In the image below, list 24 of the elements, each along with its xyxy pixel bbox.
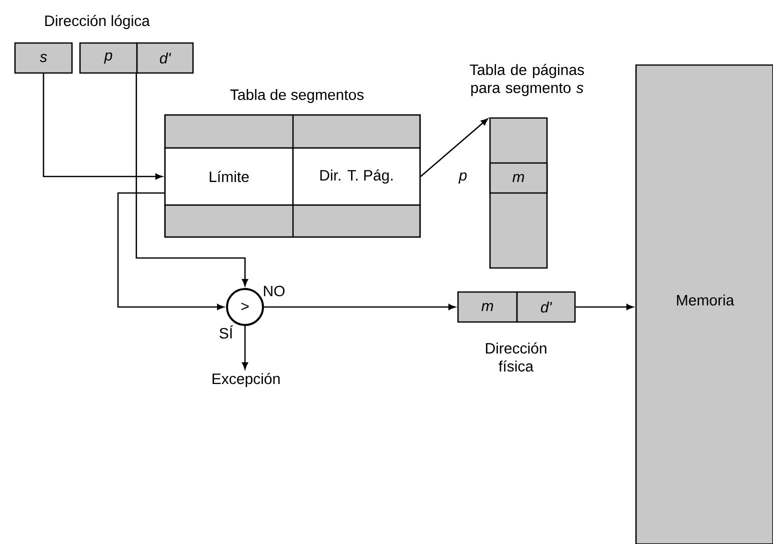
edge-label: NO [262,284,286,298]
arrow [264,304,456,310]
edge-label: SÍ [218,324,234,340]
exception-text: Excepción [212,372,280,388]
arrow [420,118,488,177]
node-label: Tabla de segmentos [230,89,364,103]
arrow [117,192,224,310]
address-field: s [14,42,73,74]
address-field: m [457,291,518,323]
arrow [42,74,162,180]
table-cell: m [489,162,548,194]
memory-block: Memoria [635,64,773,544]
arrow [576,304,634,310]
address-caption: Dirección física [486,342,546,372]
arrow [242,326,248,370]
node-label: Tabla de páginas para segmento s [470,64,584,96]
address-field: d' [136,42,194,74]
address-field: p [79,42,138,74]
row-label: p [458,172,467,184]
address-caption: Dirección lógica [45,14,150,30]
table-cell: Dir. T. Pág. [292,147,421,206]
arrow [136,74,248,286]
table-cell: Límite [164,147,294,206]
address-field: d' [516,291,576,323]
